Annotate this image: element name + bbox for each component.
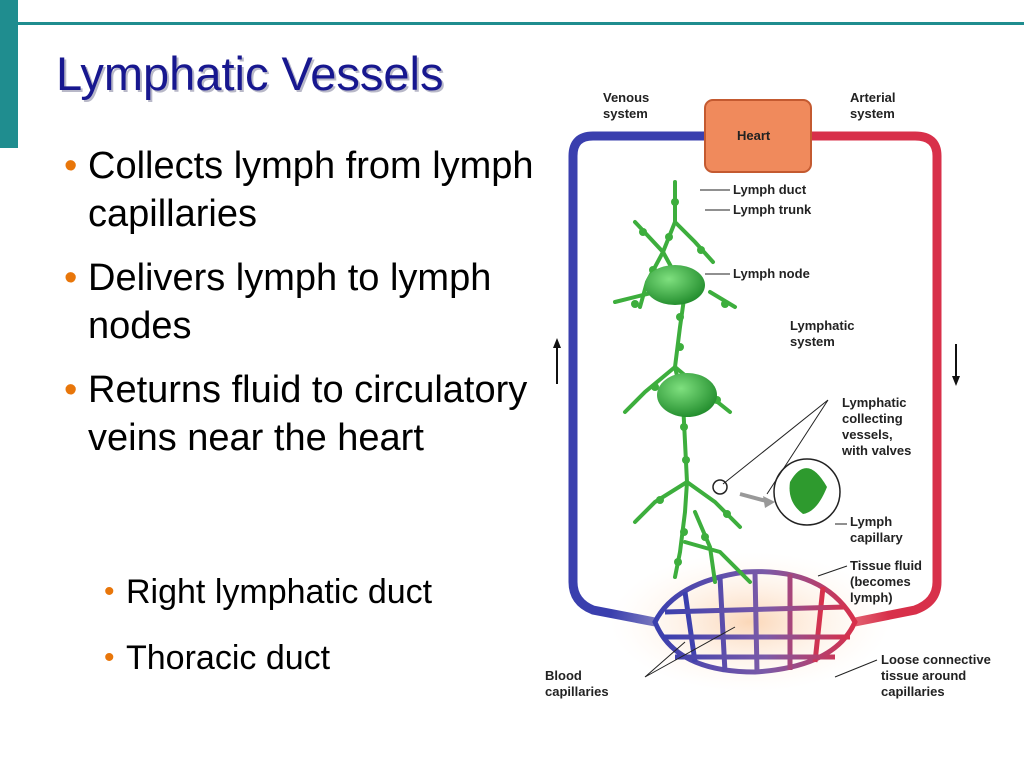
loose-tissue-label-1: Loose connective [881,652,991,667]
lymph-node-label: Lymph node [733,266,810,281]
sub-bullet-text: Thoracic duct [126,639,331,677]
lymph-trunk-label: Lymph trunk [733,202,812,217]
lymph-capillary-label-1: Lymph [850,514,892,529]
lymphatic-system-label-1: Lymphatic [790,318,855,333]
loose-tissue-label-3: capillaries [881,684,945,699]
bullet-text: Collects lymph from lymph capillaries [88,145,534,235]
tissue-fluid-label-3: lymph) [850,590,893,605]
bullet-list: •Collects lymph from lymph capillaries •… [58,142,538,478]
bullet-dot-icon: • [64,145,78,187]
loose-tissue-label-2: tissue around [881,668,966,683]
tissue-fluid-label-1: Tissue fluid [850,558,922,573]
bullet-item: •Returns fluid to circulatory veins near… [58,366,538,462]
venous-label-2: system [603,106,648,121]
bullet-item: •Delivers lymph to lymph nodes [58,254,538,350]
arterial-label-2: system [850,106,895,121]
collecting-label-3: vessels, [842,427,893,442]
lymph-node-lower [657,373,717,417]
sub-bullet-item: • Right lymphatic duct [100,570,432,614]
collecting-label-1: Lymphatic [842,395,907,410]
sub-bullet-text: Right lymphatic duct [126,573,433,611]
collecting-label-4: with valves [841,443,911,458]
top-rule [0,0,1024,25]
lymph-capillary-label-2: capillary [850,530,904,545]
slide-title: Lymphatic Vessels [56,47,444,100]
bullet-text: Delivers lymph to lymph nodes [88,257,492,347]
arterial-label-1: Arterial [850,90,896,105]
tissue-fluid-label-2: (becomes [850,574,911,589]
blood-capillaries-label-1: Blood [545,668,582,683]
lymph-duct-label: Lymph duct [733,182,807,197]
heart-icon [704,99,812,173]
blood-capillaries-label-2: capillaries [545,684,609,699]
bullet-dot-icon: • [104,575,115,608]
arterial-vessel [810,131,942,627]
bullet-text: Returns fluid to circulatory veins near … [88,369,528,459]
valve-highlight-circle [712,479,728,495]
collecting-label-2: collecting [842,411,903,426]
heart-label: Heart [737,128,771,143]
accent-bar [0,0,18,148]
sub-bullet-list: • Right lymphatic duct • Thoracic duct [100,570,432,702]
blood-capillary-bed [652,569,858,675]
bullet-dot-icon: • [104,641,115,674]
lymphatic-system-diagram: Heart Venous system Art [545,90,991,699]
sub-bullet-item: • Thoracic duct [100,636,432,680]
venous-vessel [568,131,705,627]
lymph-valve-beads [631,198,731,566]
bullet-dot-icon: • [64,257,78,299]
bullet-dot-icon: • [64,369,78,411]
lymphatic-system-label-2: system [790,334,835,349]
venous-label-1: Venous [603,90,649,105]
bullet-item: •Collects lymph from lymph capillaries [58,142,538,238]
lymph-node-upper [645,265,705,305]
